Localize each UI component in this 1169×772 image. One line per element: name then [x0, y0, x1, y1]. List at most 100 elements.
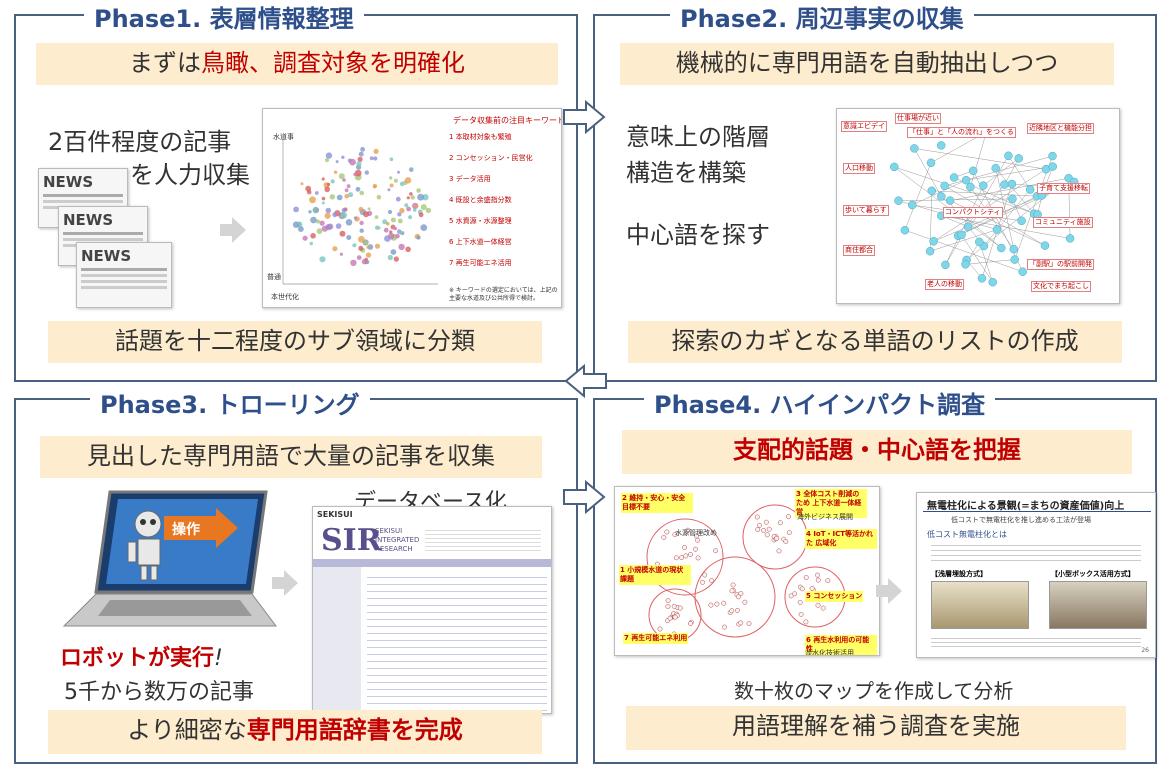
newspaper-3: NEWS	[76, 242, 172, 308]
map-tag: 2 維持・安心・安全 目標不要	[621, 493, 693, 513]
keyword-dot	[387, 254, 393, 261]
network-node	[992, 225, 1002, 234]
map-tag-number: 4	[806, 530, 814, 538]
cluster-node	[825, 578, 831, 584]
cluster-node	[766, 526, 772, 532]
keyword-dot	[297, 221, 302, 225]
cluster-node	[783, 539, 789, 544]
map-tag-text: 再生水利用の可能性	[806, 636, 870, 653]
network-label: 「副駅」の駅前開発	[1027, 259, 1094, 270]
cluster-node	[738, 620, 744, 626]
keyword-dot	[344, 188, 349, 193]
map-tag-number: 3	[796, 490, 804, 498]
network-node	[1018, 267, 1027, 276]
network-node	[961, 175, 971, 185]
phase3-band-bottom-red: 専門用語辞書を完成	[246, 716, 463, 744]
slide-page: 26	[1141, 647, 1149, 654]
keyword-dot	[369, 156, 374, 161]
network-edge	[970, 186, 1015, 250]
network-label: 歩いて暮らす	[843, 205, 889, 216]
keyword-dot	[404, 203, 409, 208]
phase1-band-bottom: 話題を十二程度のサブ領域に分類	[48, 321, 542, 363]
keyword-dot	[356, 161, 362, 167]
keyword-dot	[359, 190, 365, 196]
cluster-node	[774, 535, 780, 541]
keyword-dot	[358, 236, 365, 243]
phase3-robot-text-red: ロボットが実行	[60, 646, 215, 671]
keyword-dot	[397, 212, 402, 217]
map-tag-number: 1	[620, 566, 628, 574]
keyword-dot	[361, 258, 368, 265]
keyword-dot	[416, 188, 421, 193]
cluster-node	[688, 621, 693, 626]
phase4-band-bottom: 用語理解を補う調査を実施	[626, 706, 1126, 750]
keyword-dot	[383, 227, 389, 233]
cluster-node	[763, 519, 769, 525]
map-tag-text: コンセッション	[813, 592, 863, 600]
keyword-dot	[353, 172, 357, 176]
keyword-dot	[293, 206, 299, 213]
network-node	[927, 186, 937, 196]
phase4-map-caption: 数十枚のマップを作成して分析	[734, 679, 1014, 703]
keyword-dot	[315, 219, 320, 224]
flow-arrow-2-3	[564, 364, 607, 398]
keyword-dot	[319, 256, 326, 263]
network-node	[890, 162, 899, 172]
network-node	[1014, 154, 1023, 163]
keyword-dot	[365, 252, 372, 258]
network-node	[1025, 185, 1035, 194]
cluster-node	[730, 582, 736, 588]
map-tag-text: 再生可能エネ利用	[631, 634, 688, 642]
keyword-dot	[408, 215, 413, 220]
newspaper-stack: NEWS NEWS NEWS	[38, 168, 178, 310]
network-node	[894, 196, 903, 205]
map-tag-text: 維持・安心・安全 目標不要	[622, 494, 686, 511]
keyword-dot	[316, 228, 323, 234]
keyword-dot	[389, 176, 393, 180]
keyword-dot	[325, 158, 329, 163]
keyword-dot	[406, 196, 410, 200]
keyword-dot	[325, 207, 332, 214]
cluster-node	[695, 555, 701, 561]
keyword-dot	[313, 207, 319, 213]
network-label: 「仕事」と「人の流れ」をつくる	[907, 127, 1016, 138]
map-label: 水源管理改め	[675, 529, 717, 537]
keyword-dot	[349, 158, 356, 166]
newspaper-3-title: NEWS	[81, 247, 132, 265]
network-label: コミュニティ施設	[1033, 217, 1093, 228]
phase3-robot-text: ロボットが実行!	[60, 642, 223, 676]
keyword-dot	[309, 241, 313, 246]
keyword-dot	[338, 173, 345, 180]
keyword-dot	[341, 208, 346, 213]
keyword-dot	[326, 182, 331, 187]
keyword-dot	[395, 196, 401, 202]
cluster-ring	[646, 518, 724, 596]
cluster-node	[738, 591, 744, 596]
keyword-dot	[356, 255, 362, 260]
map-tag-number: 6	[806, 636, 814, 644]
slide-left-label: 【浅層埋設方式】	[931, 570, 987, 578]
keyword-dot	[393, 256, 399, 262]
map-label: 海外ビジネス展開	[797, 513, 853, 521]
map-tag: 5 コンセッション	[805, 591, 864, 602]
cluster-node	[742, 599, 748, 605]
keyword-dot	[390, 217, 396, 223]
keyword-dot	[335, 223, 342, 229]
keyword-dot	[358, 245, 364, 251]
sir-brand: SEKISUI	[317, 510, 353, 519]
keyword-dot	[376, 194, 382, 200]
phase2-network-map: 仕事場が近い意識エビデイ「仕事」と「人の流れ」をつくる近隣地区と機能分担人口移動…	[836, 108, 1120, 304]
network-node	[1004, 151, 1013, 161]
map-tag-number: 5	[806, 592, 814, 600]
network-node	[991, 163, 1000, 173]
network-node	[1000, 180, 1009, 189]
keyword-dot	[410, 195, 415, 200]
cluster-node	[682, 545, 688, 550]
keyword-dot	[344, 193, 349, 199]
newspaper-2-title: NEWS	[63, 211, 114, 229]
keyword-dot	[298, 226, 304, 232]
keyword-dot	[340, 211, 347, 219]
network-node	[1010, 255, 1019, 264]
keyword-dot	[397, 218, 403, 224]
keyword-dot	[353, 216, 358, 220]
